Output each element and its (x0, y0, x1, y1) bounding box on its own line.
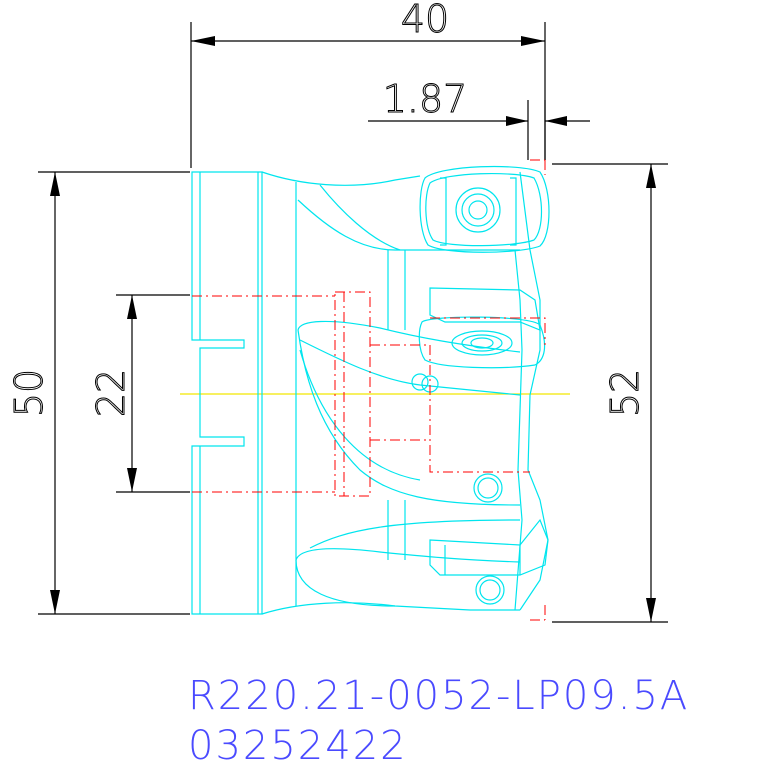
dimension-width-40: 40 (190, 0, 546, 168)
dim-text-22: 22 (89, 369, 133, 417)
dim-text-40: 40 (401, 0, 449, 41)
dimension-bore-22: 22 (89, 294, 190, 493)
dimension-offset-187: 1.87 (368, 77, 590, 160)
dim-text-50: 50 (7, 369, 51, 417)
insert-screw-icon-2 (470, 337, 494, 349)
dimension-height-52: 52 (552, 163, 668, 623)
part-number-label: R220.21-0052-LP09.5A (188, 673, 690, 719)
insert-lower (429, 518, 549, 576)
insert-screw-icon (455, 187, 501, 233)
item-number-label: 03252422 (188, 723, 408, 769)
insert-top (419, 165, 550, 253)
insert-middle (418, 287, 546, 369)
dimension-height-50: 50 (7, 171, 190, 615)
dim-text-52: 52 (603, 369, 647, 417)
hidden-lines (192, 159, 546, 621)
dim-text-187: 1.87 (383, 77, 468, 121)
